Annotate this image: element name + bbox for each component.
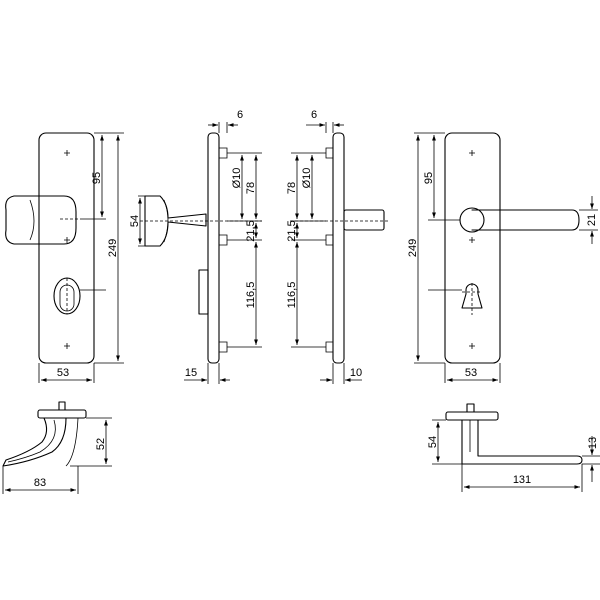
ext-21 (579, 209, 598, 231)
lever-screw-mark-top (469, 150, 475, 156)
ext-6 (218, 122, 228, 133)
ext-54b (432, 419, 462, 465)
ext-54 (138, 195, 145, 247)
screw-post-mid (219, 234, 228, 246)
dim-54b-label: 54 (427, 436, 439, 448)
knob-contour (29, 199, 35, 241)
screw-post-top (219, 147, 228, 159)
knob-profile-contour (163, 199, 169, 243)
knob-top-body (2, 417, 67, 467)
lever-backplate-outline (444, 132, 501, 364)
lever-top-arm (461, 419, 583, 465)
extension-lines (80, 132, 124, 364)
lever-top-rose (445, 411, 499, 421)
screw-post-bottom (219, 341, 228, 353)
ext-52 (70, 417, 112, 467)
ext-53 (38, 363, 95, 383)
knob-top-spindle (58, 401, 66, 411)
knob-plate-side-view: 54 6 Ø10 78 21,5 116,5 15 (129, 109, 262, 384)
knob-top-contour (7, 419, 56, 463)
lever-top-spindle (466, 403, 475, 413)
dim-249b-label: 249 (407, 239, 419, 257)
side-plate-outline (207, 132, 220, 364)
dim-53-label: 53 (57, 367, 69, 379)
lever-stub (343, 209, 385, 231)
lever-top-view: 54 13 131 (427, 403, 600, 492)
lever-plate-front-view: 95 249 21 53 (407, 132, 598, 383)
screw-mark-mid (64, 237, 70, 243)
dim-21-5-label: 21,5 (245, 220, 257, 241)
ext-131 (461, 464, 583, 492)
screw-mark-bottom (64, 343, 70, 349)
lever-rose (459, 207, 485, 233)
lever-screw-post-bottom (325, 341, 333, 353)
dim-21-label: 21 (586, 214, 598, 226)
dim-53b-label: 53 (465, 367, 477, 379)
lever-screw-mark-bottom (469, 343, 475, 349)
dim-21-5b-label: 21,5 (286, 220, 298, 241)
ext-83 (2, 466, 79, 494)
backplate-outline (38, 132, 95, 364)
dim-78b-label: 78 (286, 182, 298, 194)
lever-plate-side-view: 6 78 Ø10 21,5 116,5 10 (286, 109, 390, 384)
dim-10c-label: 10 (350, 367, 362, 379)
lever-side-plate-outline (332, 132, 345, 364)
cylinder-hole (59, 284, 75, 312)
knob-outline (5, 195, 77, 245)
lever-screw-post-mid (325, 234, 333, 246)
dim-83-label: 83 (34, 477, 46, 489)
knob-profile (144, 195, 207, 247)
ext-10 (332, 363, 345, 384)
knob-top-edge (65, 417, 79, 467)
dim-6-label: 6 (237, 109, 243, 121)
dim-249-label: 249 (107, 239, 119, 257)
dim-116-5b-label: 116,5 (286, 282, 298, 309)
dim-95b-label: 95 (423, 172, 435, 184)
knob-top-rose (37, 409, 87, 419)
ext-6b (325, 122, 334, 133)
lever-extension-lines (414, 132, 462, 364)
dim-6b-label: 6 (311, 109, 317, 121)
ext-53b (444, 363, 501, 383)
dim-116-5-label: 116,5 (245, 282, 257, 309)
ext-15 (207, 363, 220, 384)
ext-lever-side-left (291, 152, 326, 348)
dim-15-label: 15 (185, 367, 197, 379)
screw-mark-top (64, 150, 70, 156)
lever-screw-mark-mid (469, 237, 475, 243)
ext-side-right (227, 152, 262, 348)
dim-95-label: 95 (91, 172, 103, 184)
dim-54-label: 54 (129, 215, 141, 227)
lever-cylinder-hole (461, 283, 483, 309)
ext-13 (582, 455, 600, 465)
dim-78-label: 78 (245, 182, 257, 194)
lever-arm (471, 209, 580, 231)
lever-screw-post-top (325, 147, 333, 159)
dim-10b-label: Ø10 (301, 168, 313, 189)
lock-body-stub (198, 269, 209, 315)
knob-plate-front-view: 95 249 53 (5, 132, 124, 383)
dim-13-label: 13 (587, 437, 599, 449)
knob-top-view: 52 83 (2, 401, 112, 494)
dim-10-label: Ø10 (231, 168, 243, 189)
dim-52-label: 52 (95, 438, 107, 450)
dim-131-label: 131 (513, 474, 531, 486)
lever-cylinder-centerline (462, 283, 482, 315)
